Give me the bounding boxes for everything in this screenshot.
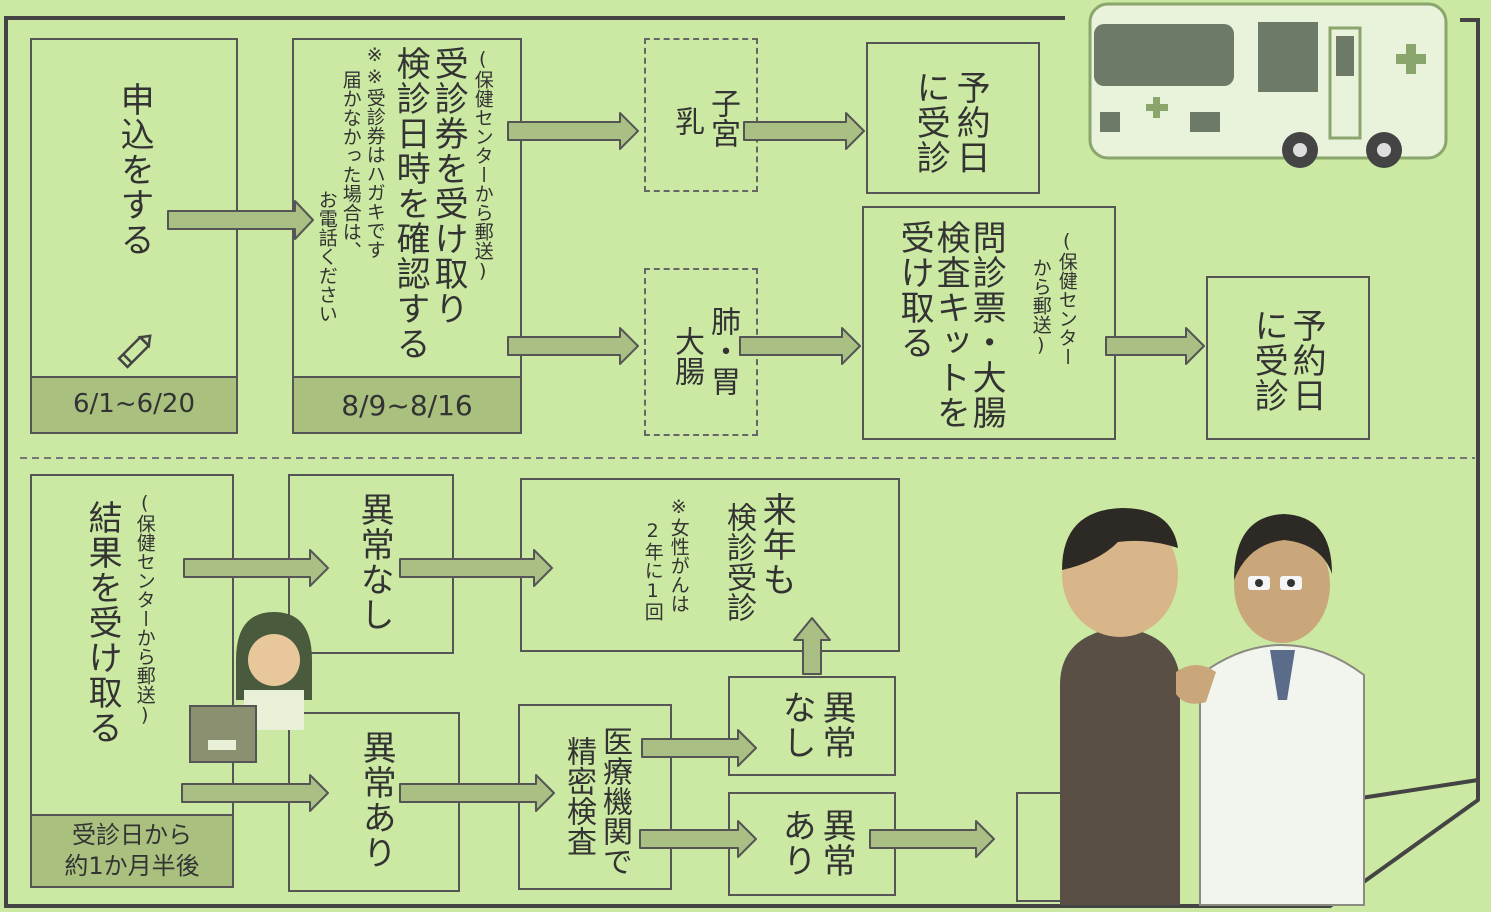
- arrow-result-normal: [183, 549, 329, 587]
- uterus-box: 子宮 乳: [644, 38, 758, 192]
- ticket-note: (保健センターから郵送): [471, 48, 494, 282]
- normal2-box: 異常 なし: [728, 676, 896, 776]
- normal2-line2: なし: [776, 690, 817, 760]
- abnormal2-box: 異常 あり: [728, 792, 896, 896]
- abnormal-label: 異常あり: [356, 730, 397, 870]
- result-label: 結果を受け取る: [82, 500, 123, 745]
- arrow-uterus-reserve1: [743, 112, 865, 150]
- ticket-line1: 受診券を受け取り: [428, 46, 469, 326]
- kit-note1: (保健センター: [1055, 230, 1078, 366]
- abnormal2-line1: 異常: [816, 808, 857, 878]
- detailed-box: 医療機関で 精密検査: [518, 704, 672, 890]
- pencil-icon: [117, 334, 152, 369]
- result-step: (保健センターから郵送) 結果を受け取る 受診日から 約1か月半後: [30, 474, 234, 888]
- normal2-line1: 異常: [816, 690, 857, 760]
- uterus-line2: 乳: [669, 106, 704, 136]
- reserve1-line1: 予約日: [950, 70, 991, 175]
- detailed-line2: 精密検査: [561, 736, 596, 856]
- arrow-detailed-normal2: [641, 729, 757, 767]
- kit-note2: から郵送): [1029, 258, 1052, 356]
- nextyear-line1: 来年も: [756, 492, 797, 597]
- normal-label: 異常なし: [354, 492, 395, 632]
- ticket-remark3: お電話ください: [315, 190, 338, 323]
- uterus-line1: 子宮: [705, 88, 740, 148]
- reserve2-line1: 予約日: [1286, 308, 1327, 413]
- result-note: (保健センターから郵送): [133, 492, 156, 726]
- arrow-abnormal2-treatment: [869, 820, 995, 858]
- arrow-apply-ticket: [167, 200, 314, 240]
- reserve1-line2: に受診: [910, 70, 951, 175]
- abnormal2-line2: あり: [776, 808, 817, 878]
- nextyear-box: 来年も 検診受診 ※女性がんは 2年に1回: [520, 478, 900, 652]
- arrow-kit-reserve2: [1105, 327, 1205, 365]
- arrow-normal-nextyear: [399, 549, 553, 587]
- result-period1: 受診日から: [72, 820, 192, 849]
- arrow-detailed-abnormal2: [639, 820, 757, 858]
- arrow-normal2-nextyear: [793, 617, 831, 675]
- lung-line1: 肺・胃: [705, 306, 740, 396]
- result-period2: 約1か月半後: [64, 852, 200, 880]
- arrow-ticket-uterus: [507, 112, 639, 150]
- ticket-line2: 検診日時を確認する: [390, 46, 431, 361]
- arrow-result-abnormal: [181, 774, 329, 812]
- ticket-period: 8/9~8/16: [294, 376, 520, 432]
- reserve2-box: 予約日 に受診: [1206, 276, 1370, 440]
- result-period: 受診日から 約1か月半後: [32, 814, 232, 886]
- ticket-remark2: 届かなかった場合は、: [339, 70, 362, 260]
- detailed-line1: 医療機関で: [597, 726, 632, 876]
- reserve1-box: 予約日 に受診: [866, 42, 1040, 194]
- apply-period: 6/1~6/20: [32, 376, 236, 432]
- nextyear-line2: 検診受診: [721, 502, 756, 622]
- reserve2-line2: に受診: [1248, 308, 1289, 413]
- kit-box: (保健センター から郵送) 問診票・大腸 検査キットを 受け取る: [862, 206, 1116, 440]
- arrow-lung-kit: [739, 327, 861, 365]
- arrow-ticket-lung: [507, 327, 639, 365]
- nextyear-remark1: ※女性がんは: [667, 496, 690, 613]
- nextyear-remark2: 2年に1回: [641, 520, 664, 621]
- kit-line1: 問診票・大腸: [966, 220, 1007, 430]
- kit-line2: 検査キットを: [930, 220, 971, 430]
- ticket-step: (保健センターから郵送) 受診券を受け取り 検診日時を確認する ※※受診券はハガ…: [292, 38, 522, 434]
- arrow-abnormal-detailed: [399, 774, 555, 812]
- lung-box: 肺・胃 大腸: [644, 268, 758, 436]
- kit-line3: 受け取る: [894, 220, 935, 360]
- apply-step: 申込をする 6/1~6/20: [30, 38, 238, 434]
- lung-line2: 大腸: [669, 326, 704, 386]
- apply-label: 申込をする: [114, 82, 155, 257]
- ticket-remark1: ※※受診券はハガキです: [363, 44, 386, 259]
